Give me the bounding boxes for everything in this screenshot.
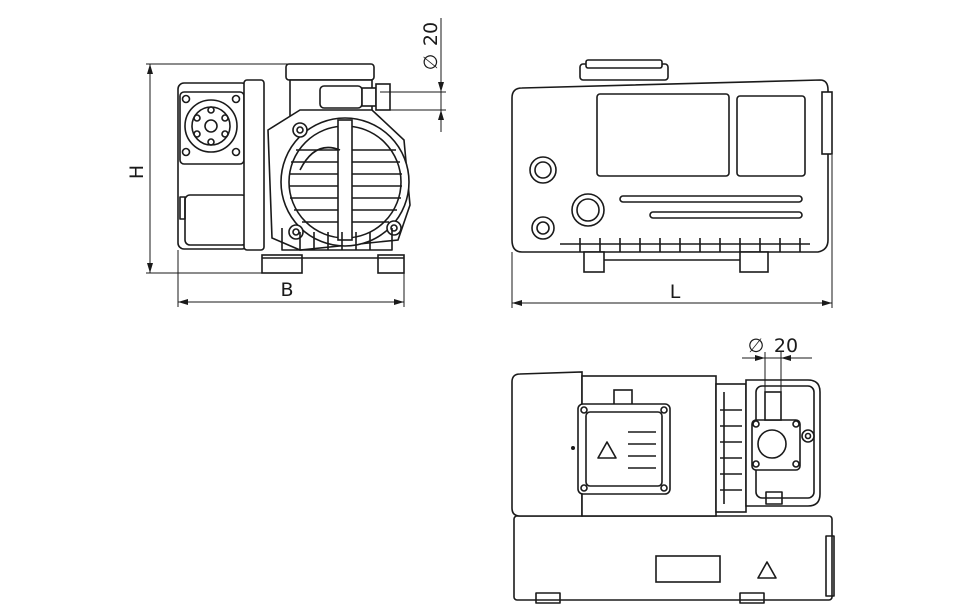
front-view bbox=[177, 63, 411, 274]
dimension-h: H bbox=[126, 63, 290, 274]
dimension-front-port: ∅ 20 bbox=[380, 18, 446, 132]
top-port-diameter-value: 20 bbox=[774, 335, 798, 357]
dimension-h-label: H bbox=[126, 165, 148, 179]
dimension-l: L bbox=[511, 155, 833, 308]
top-view bbox=[511, 371, 835, 604]
dimension-l-label: L bbox=[670, 281, 681, 303]
dimension-b: B bbox=[177, 250, 405, 307]
side-view bbox=[511, 59, 833, 273]
front-port-diameter-value: 20 bbox=[420, 22, 442, 46]
dimension-top-port: ∅ 20 bbox=[742, 335, 812, 392]
front-port-diameter-symbol: ∅ bbox=[420, 54, 442, 71]
dimension-b-label: B bbox=[280, 279, 293, 301]
top-port-diameter-symbol: ∅ bbox=[748, 335, 765, 357]
